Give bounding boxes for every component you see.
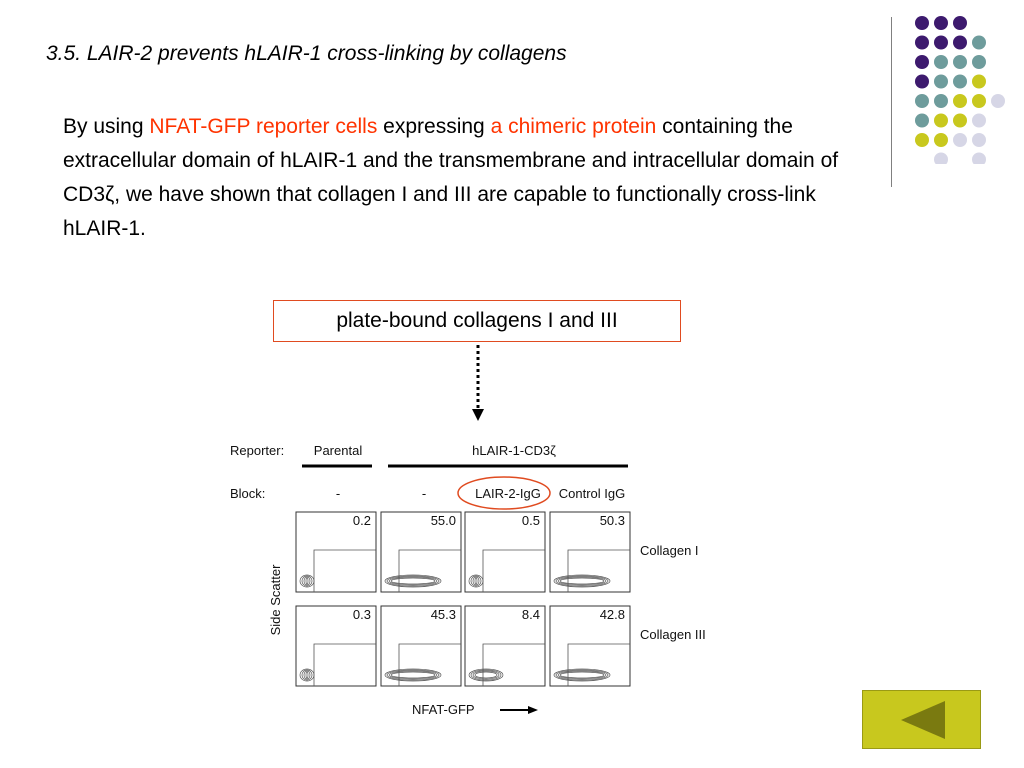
row-label-collagen-3: Collagen III	[640, 627, 706, 642]
y-axis-label: Side Scatter	[268, 564, 283, 635]
decorative-dot	[953, 133, 967, 147]
reporter-label: Reporter:	[230, 443, 284, 458]
highlight-reporter-cells: NFAT-GFP reporter cells	[149, 115, 378, 138]
slide-title: 3.5. LAIR-2 prevents hLAIR-1 cross-linki…	[46, 42, 567, 65]
decorative-dot	[934, 94, 948, 108]
x-axis-label: NFAT-GFP	[412, 702, 475, 717]
decorative-dot	[953, 55, 967, 69]
percent-value: 0.2	[353, 513, 371, 528]
block-1: -	[336, 486, 340, 501]
decorative-divider	[891, 17, 892, 187]
decorative-dot	[915, 16, 929, 30]
percent-value: 45.3	[431, 607, 456, 622]
highlight-chimeric-protein: a chimeric protein	[490, 115, 657, 138]
decorative-dot	[915, 94, 929, 108]
flow-panel: 0.5	[464, 511, 546, 593]
percent-value: 55.0	[431, 513, 456, 528]
back-button[interactable]	[862, 690, 981, 749]
decorative-dot	[972, 94, 986, 108]
back-arrow-icon	[901, 701, 945, 739]
decorative-dot	[934, 35, 948, 50]
decorative-dot	[934, 55, 948, 69]
decorative-dot	[972, 74, 986, 89]
decorative-dot	[953, 16, 967, 30]
flow-panel: 55.0	[380, 511, 462, 593]
flow-panel: 42.8	[549, 605, 631, 687]
paragraph-text-1: By using	[63, 115, 150, 138]
decorative-dot	[934, 74, 948, 89]
decorative-dot	[934, 113, 948, 128]
percent-value: 42.8	[600, 607, 625, 622]
decorative-dot	[934, 152, 948, 164]
flow-panel: 45.3	[380, 605, 462, 687]
flow-panel: 0.3	[295, 605, 377, 687]
block-3: LAIR-2-IgG	[475, 486, 541, 501]
percent-value: 8.4	[522, 607, 540, 622]
block-4: Control IgG	[559, 486, 625, 501]
decorative-dot	[934, 133, 948, 147]
decorative-dot	[953, 35, 967, 50]
block-2: -	[422, 486, 426, 501]
decorative-dot	[953, 94, 967, 108]
decorative-dot	[991, 94, 1005, 108]
decorative-dot	[915, 133, 929, 147]
hlair-label: hLAIR-1-CD3ζ	[472, 443, 556, 458]
row-label-collagen-1: Collagen I	[640, 543, 699, 558]
paragraph-text-3: containing the extracellular domain of h…	[63, 115, 839, 240]
callout-box: plate-bound collagens I and III	[273, 300, 681, 342]
highlight-circle	[457, 476, 551, 510]
body-paragraph: By using NFAT-GFP reporter cells express…	[63, 110, 883, 246]
decorative-dot	[972, 113, 986, 128]
decorative-dot	[915, 35, 929, 50]
callout-text: plate-bound collagens I and III	[336, 309, 618, 332]
flow-panel: 8.4	[464, 605, 546, 687]
decorative-dot	[953, 113, 967, 128]
dotted-arrow-icon	[472, 345, 484, 421]
decorative-dot	[972, 133, 986, 147]
decorative-dot	[934, 16, 948, 30]
flow-panel: 50.3	[549, 511, 631, 593]
decorative-dot	[953, 74, 967, 89]
decorative-dot-grid	[915, 16, 1005, 164]
decorative-dot	[915, 74, 929, 89]
flow-cytometry-figure: Reporter: Parental hLAIR-1-CD3ζ Block: -…	[230, 443, 706, 717]
block-label: Block:	[230, 486, 265, 501]
parental-label: Parental	[314, 443, 363, 458]
decorative-dot	[915, 55, 929, 69]
flow-panel: 0.2	[295, 511, 377, 593]
percent-value: 0.3	[353, 607, 371, 622]
decorative-dot	[972, 55, 986, 69]
decorative-dot	[972, 35, 986, 50]
paragraph-text-2: expressing	[377, 115, 491, 138]
percent-value: 0.5	[522, 513, 540, 528]
decorative-dot	[915, 113, 929, 128]
decorative-dot	[972, 152, 986, 164]
percent-value: 50.3	[600, 513, 625, 528]
